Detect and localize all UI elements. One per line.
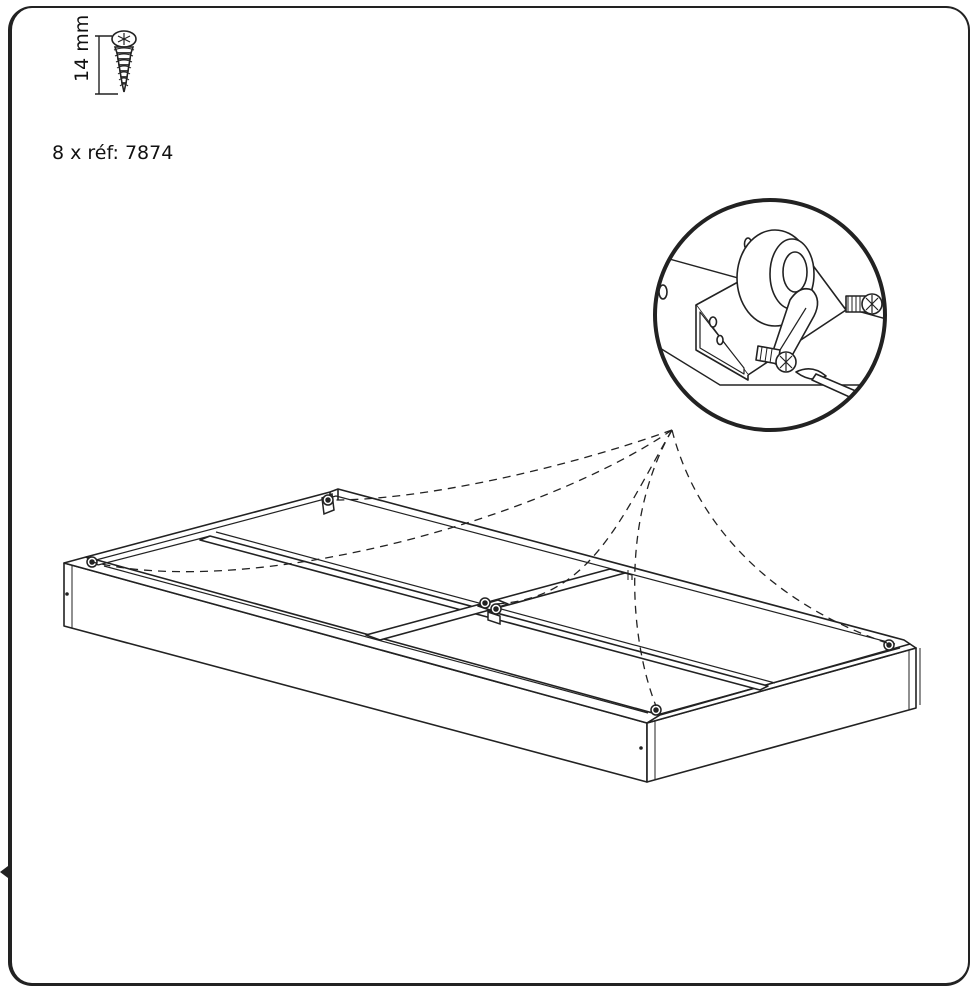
bed-frame-drawing <box>63 488 921 783</box>
magnified-bracket-detail <box>653 198 887 432</box>
screw-length-label: 14 mm <box>71 14 93 82</box>
length-dimension-line <box>95 35 118 95</box>
detail-screw-lower <box>755 345 797 373</box>
bracket-front-right <box>650 704 662 716</box>
page-frame <box>8 6 970 986</box>
screw-icon <box>111 30 137 93</box>
frame-notch <box>0 866 8 878</box>
callout-leader-lines <box>91 429 888 707</box>
bracket-middle <box>479 597 502 626</box>
detail-screw-upper <box>845 293 883 315</box>
bracket-back-center <box>321 492 335 516</box>
quantity-reference-label: 8 x réf: 7874 <box>52 142 174 164</box>
corner-brackets <box>65 492 895 750</box>
bracket-back-right <box>883 639 895 651</box>
